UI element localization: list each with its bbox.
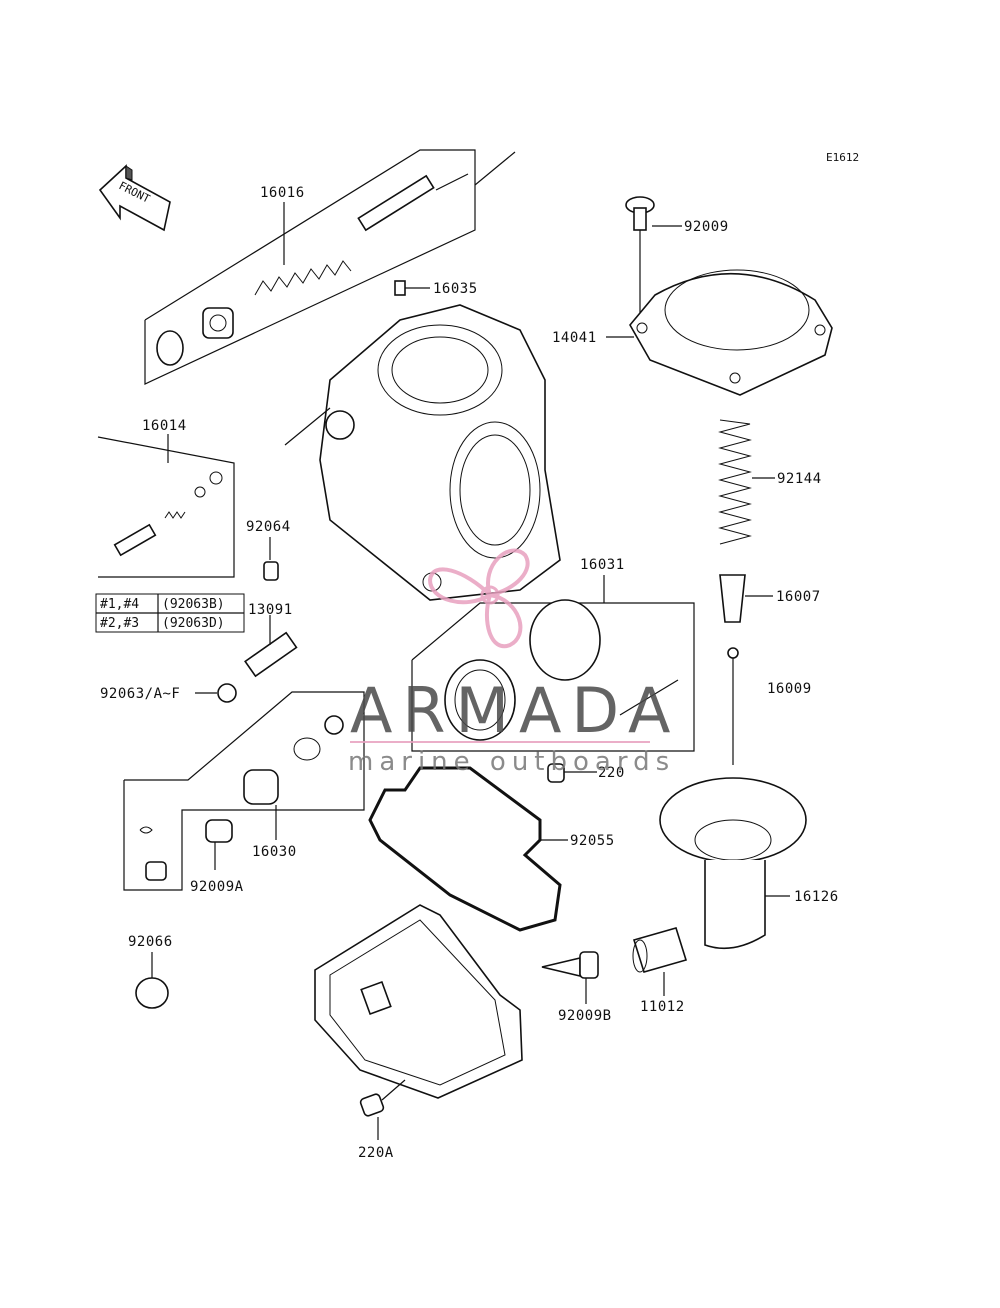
front-arrow-icon: FRONT <box>98 164 171 232</box>
part-label-92009: 92009 <box>684 219 729 235</box>
part-label-220: 220 <box>598 765 625 781</box>
part-label-16014: 16014 <box>142 418 187 434</box>
gasket-92055 <box>368 766 562 932</box>
carburetor-body <box>284 304 561 601</box>
part-label-16016: 16016 <box>260 185 305 201</box>
part-label-92144: 92144 <box>777 471 822 487</box>
part-label-11012: 11012 <box>640 999 685 1015</box>
kit-box-16016 <box>144 149 516 385</box>
diagram-code: E1612 <box>826 151 859 164</box>
part-label-220a: 220A <box>358 1145 394 1161</box>
part-label-14041: 14041 <box>552 330 597 346</box>
throttle-slide-16031 <box>444 599 679 741</box>
legend-row1-cylinders: #1,#4 <box>100 597 139 612</box>
part-label-16035: 16035 <box>433 281 478 297</box>
cylinder-legend: #1,#4 (92063B) #2,#3 (92063D) <box>95 593 245 633</box>
legend-row2-part: (92063D) <box>162 616 225 631</box>
watermark-tagline: marine outboards <box>348 747 675 777</box>
part-label-92009a: 92009A <box>190 879 244 895</box>
part-label-92055: 92055 <box>570 833 615 849</box>
legend-row2-cylinders: #2,#3 <box>100 616 139 631</box>
legend-row1-part: (92063B) <box>162 597 225 612</box>
part-label-92009b: 92009B <box>558 1008 612 1024</box>
spring-92144 <box>718 419 752 545</box>
part-label-16031: 16031 <box>580 557 625 573</box>
float-valve-16030 <box>139 715 344 881</box>
part-label-16126: 16126 <box>794 889 839 905</box>
diaphragm-16126 <box>659 777 807 950</box>
screw-92009b <box>541 951 599 979</box>
watermark-brand: ARMADA <box>350 674 680 747</box>
part-label-16007: 16007 <box>776 589 821 605</box>
float-bowl <box>314 904 523 1099</box>
propeller-logo-icon <box>427 548 530 649</box>
part-label-92066: 92066 <box>128 934 173 950</box>
part-label-92064: 92064 <box>246 519 291 535</box>
pilot-screw-16014 <box>113 471 223 557</box>
part-label-16009: 16009 <box>767 681 812 697</box>
part-label-92063-a-f: 92063/A~F <box>100 686 180 702</box>
screw-92009 <box>625 196 655 231</box>
part-label-13091: 13091 <box>248 602 293 618</box>
cap-11012 <box>632 927 688 973</box>
part-label-16030: 16030 <box>252 844 297 860</box>
top-cover-14041 <box>629 269 833 396</box>
watermark: ARMADA marine outboards <box>348 548 680 777</box>
